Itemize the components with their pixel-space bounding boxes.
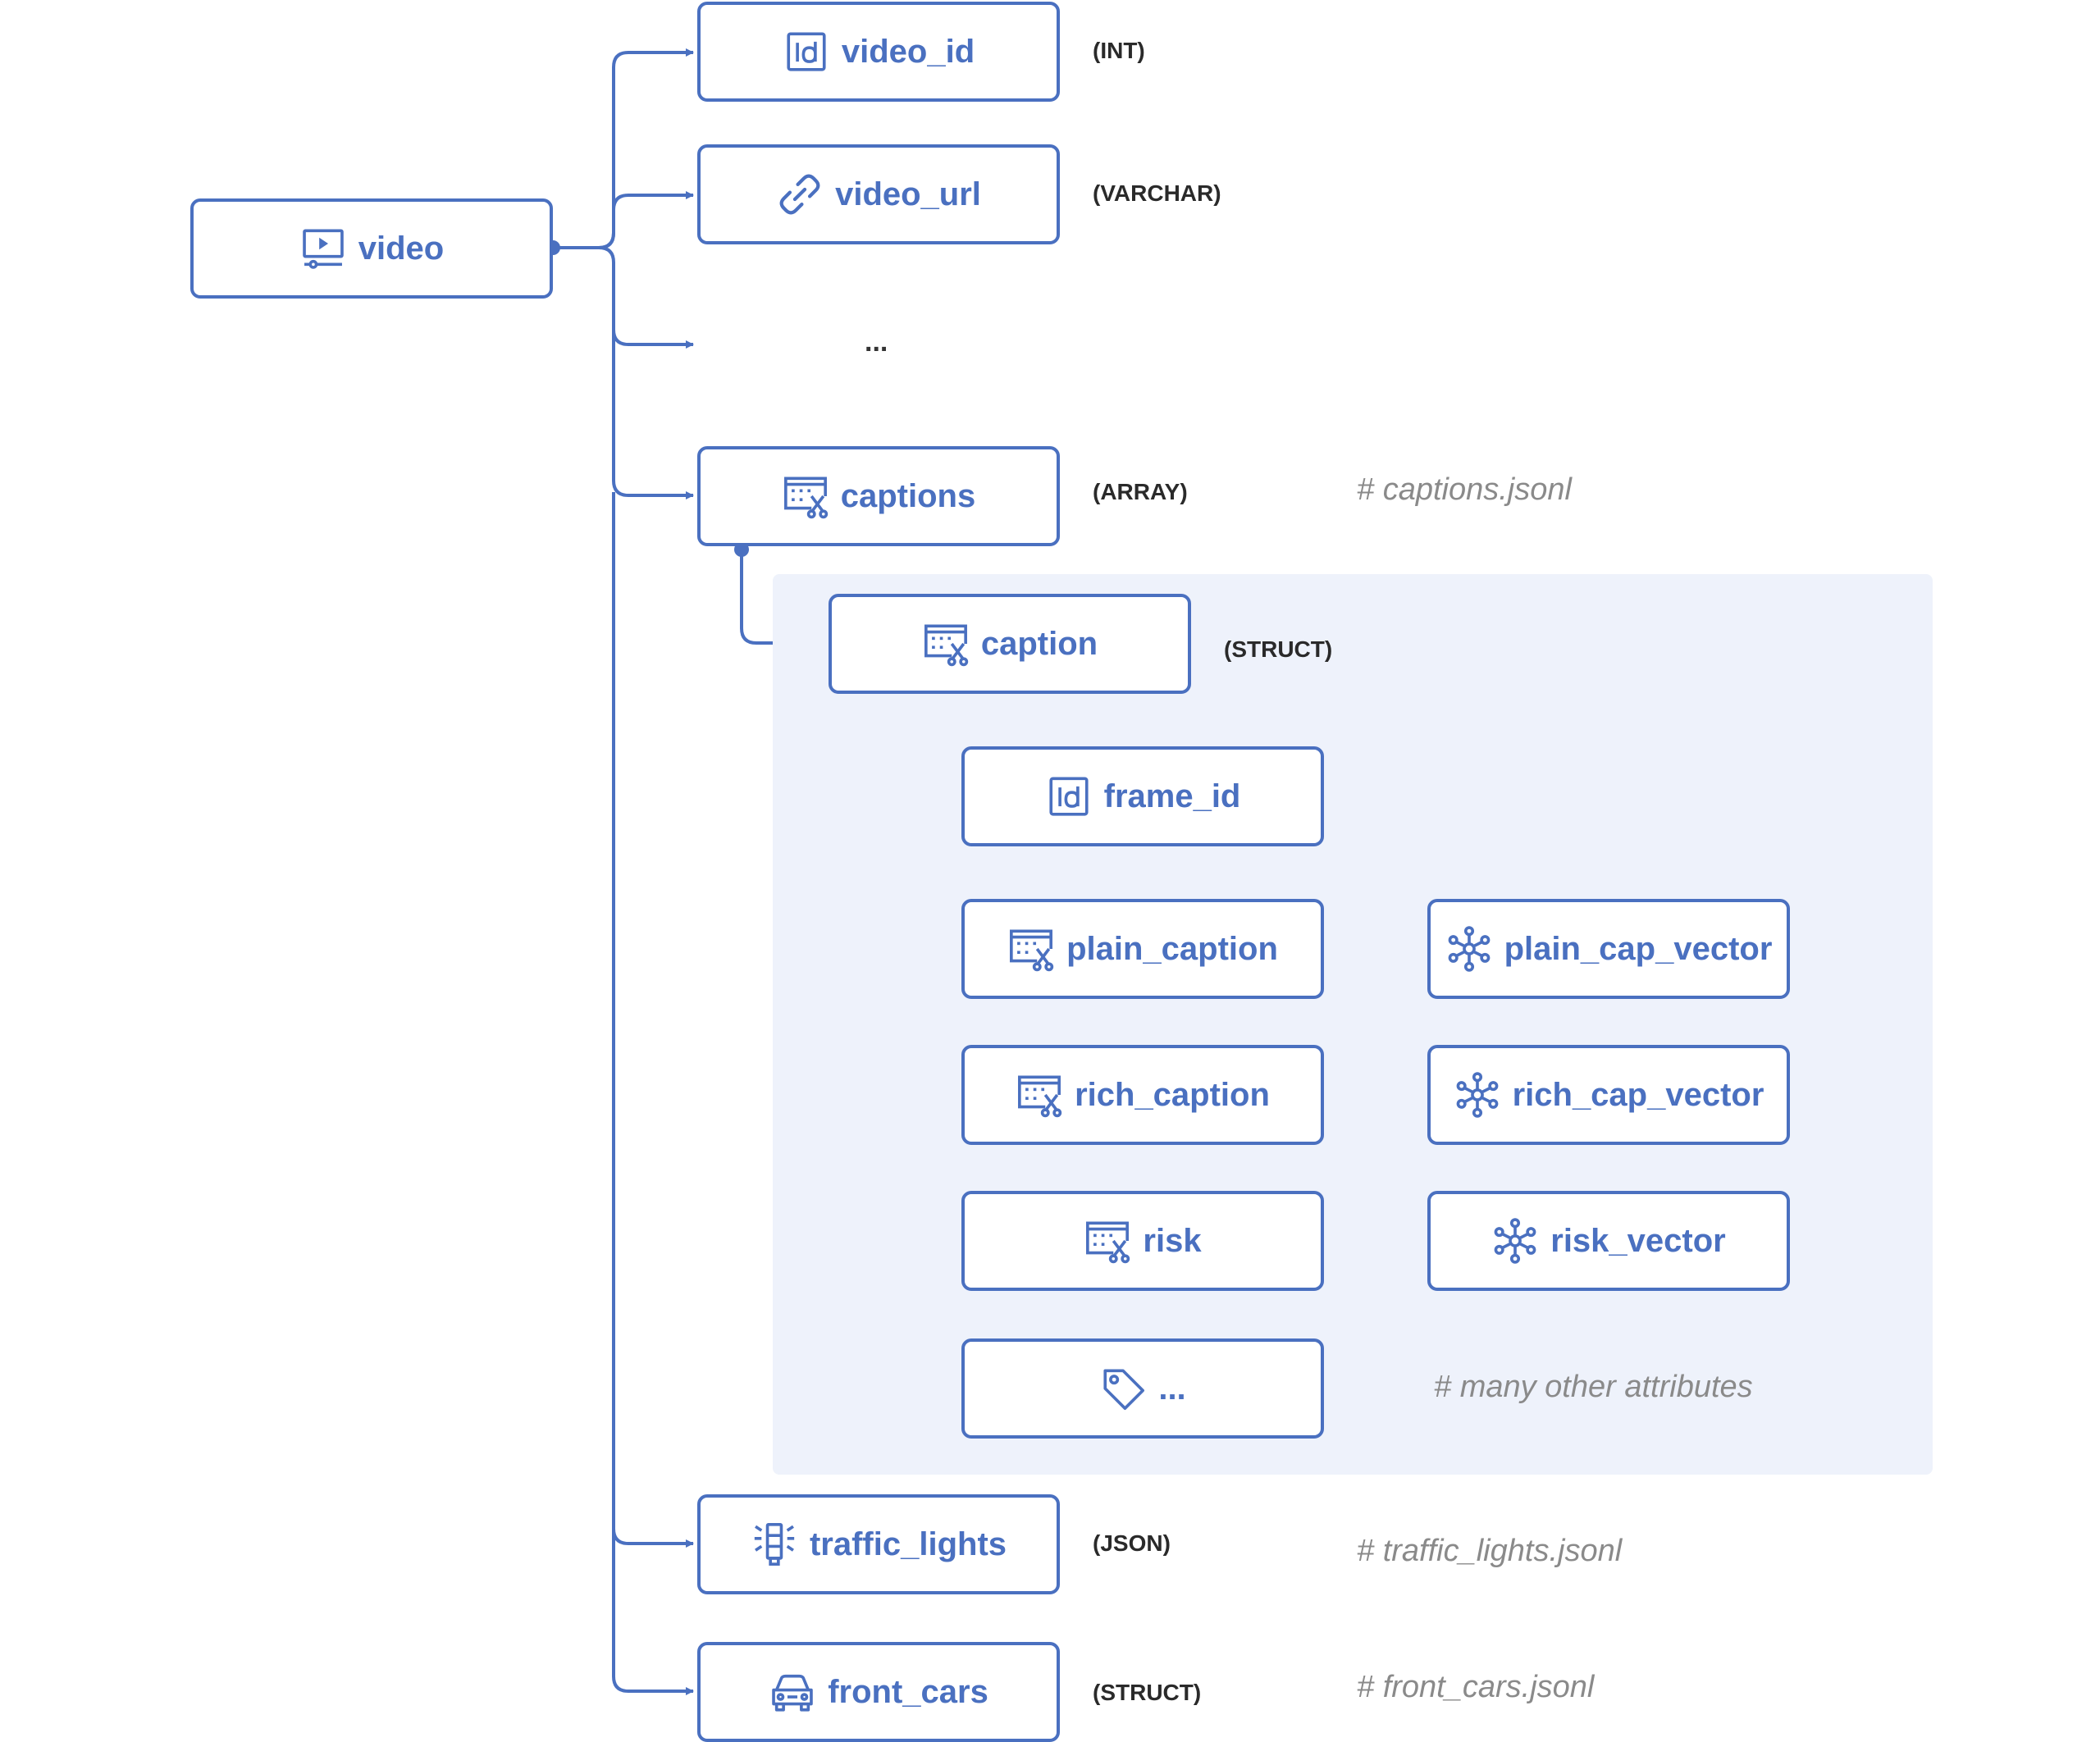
tag-icon <box>1103 1369 1145 1410</box>
node-label: rich_caption <box>1075 1076 1270 1113</box>
comment-front-cars: # front_cars.jsonl <box>1357 1670 1595 1704</box>
edge-video-traffic-lights <box>612 492 694 1548</box>
node-label: plain_caption <box>1066 930 1278 967</box>
caption-icon <box>924 624 969 667</box>
node-plain-caption[interactable]: plain_caption <box>961 899 1324 999</box>
node-label: video_url <box>835 176 981 212</box>
edge-video-front-cars <box>612 1525 694 1695</box>
traffic-light-icon <box>754 1523 795 1566</box>
vector-network-icon <box>1494 1218 1536 1264</box>
node-label: caption <box>980 625 1098 662</box>
video-player-icon <box>302 229 344 269</box>
node-label: risk_vector <box>1550 1222 1726 1259</box>
node-front-cars[interactable]: front_cars <box>697 1642 1060 1742</box>
node-plain-cap-vector[interactable]: plain_cap_vector <box>1427 899 1790 999</box>
link-icon <box>779 174 820 215</box>
node-risk[interactable]: risk <box>961 1191 1324 1291</box>
node-label: captions <box>840 477 976 514</box>
caption-icon <box>1086 1221 1130 1264</box>
node-rich-caption[interactable]: rich_caption <box>961 1045 1324 1145</box>
id-icon <box>1049 777 1089 816</box>
type-video-url: (VARCHAR) <box>1093 180 1221 206</box>
caption-icon <box>1018 1075 1062 1118</box>
edge-video-video-id <box>551 48 694 249</box>
type-video-id: (INT) <box>1093 38 1145 63</box>
node-label: ... <box>1158 1370 1186 1407</box>
node-label: front_cars <box>828 1673 988 1710</box>
vector-network-icon <box>1448 926 1490 972</box>
comment-other-attributes: # many other attributes <box>1434 1370 1753 1404</box>
node-video-url[interactable]: video_url <box>697 144 1060 244</box>
node-label: video <box>358 230 445 267</box>
comment-traffic-lights: # traffic_lights.jsonl <box>1357 1534 1623 1568</box>
caption-icon <box>783 477 828 519</box>
node-traffic-lights[interactable]: traffic_lights <box>697 1494 1060 1594</box>
comment-captions: # captions.jsonl <box>1357 472 1572 507</box>
type-caption: (STRUCT) <box>1224 636 1333 662</box>
node-label: frame_id <box>1103 778 1241 814</box>
edge-captions-caption <box>740 550 825 647</box>
node-label: plain_cap_vector <box>1504 930 1773 967</box>
node-label: video_id <box>841 33 975 70</box>
node-label: risk <box>1143 1222 1202 1259</box>
type-traffic-lights: (JSON) <box>1093 1530 1171 1556</box>
edge-video-ellipsis <box>551 246 694 349</box>
type-captions: (ARRAY) <box>1093 479 1188 504</box>
node-label: traffic_lights <box>809 1525 1007 1562</box>
caption-struct-group <box>773 574 1933 1475</box>
edge-video-captions <box>612 262 694 499</box>
node-risk-vector[interactable]: risk_vector <box>1427 1191 1790 1291</box>
edge-video-video-url <box>551 191 694 249</box>
node-frame-id[interactable]: frame_id <box>961 746 1324 846</box>
car-icon <box>772 1674 813 1712</box>
node-captions[interactable]: captions <box>697 446 1060 546</box>
node-video-id[interactable]: video_id <box>697 2 1060 102</box>
node-video[interactable]: video <box>190 198 553 299</box>
caption-icon <box>1010 929 1054 972</box>
node-caption[interactable]: caption <box>829 594 1191 694</box>
node-label: rich_cap_vector <box>1512 1076 1764 1113</box>
vector-network-icon <box>1456 1072 1498 1118</box>
ellipsis-more-fields: ... <box>865 326 888 358</box>
node-rich-cap-vector[interactable]: rich_cap_vector <box>1427 1045 1790 1145</box>
id-icon <box>787 32 826 71</box>
node-other-attributes[interactable]: ... <box>961 1338 1324 1439</box>
type-front-cars: (STRUCT) <box>1093 1680 1202 1705</box>
